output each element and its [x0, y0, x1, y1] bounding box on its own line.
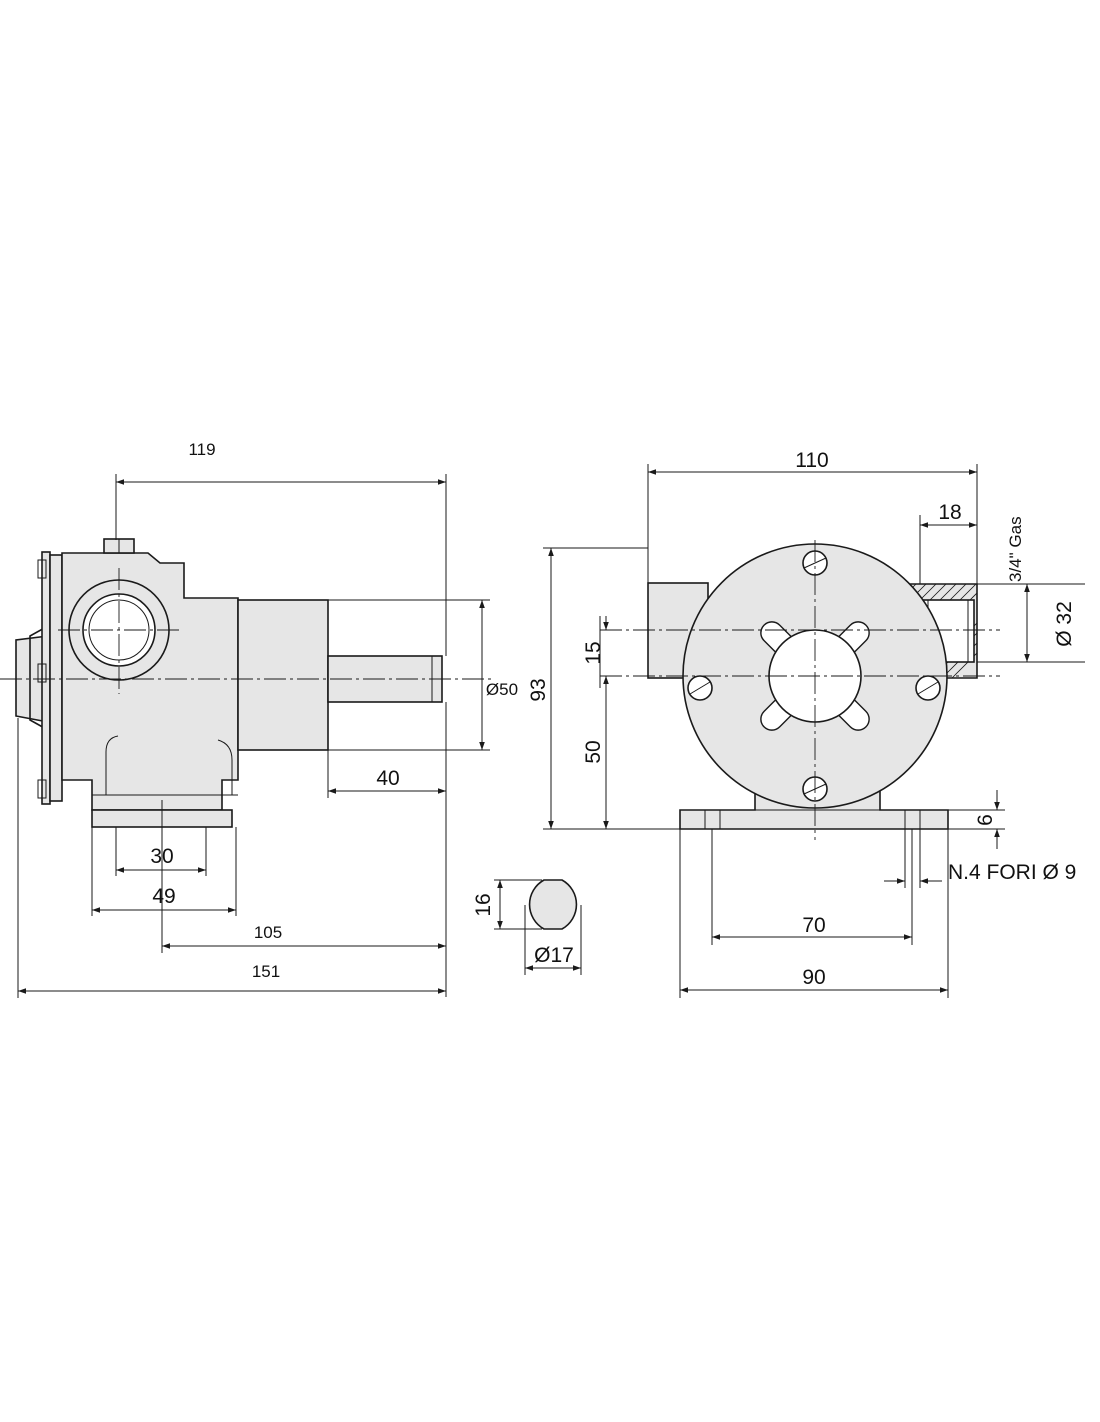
dim-70-label: 70	[802, 914, 825, 937]
dim-50-label: 50	[582, 740, 605, 763]
dim-holes-label: N.4 FORI Ø 9	[948, 861, 1076, 884]
dim-40-label: 40	[376, 767, 399, 790]
dim-151-label: 151	[252, 962, 280, 981]
dim-49-label: 49	[152, 885, 175, 908]
front-view	[600, 540, 1000, 840]
cover-screws	[687, 550, 941, 802]
dim-90-label: 90	[802, 966, 825, 989]
shaft-section: 16 Ø17	[472, 879, 582, 975]
side-view	[0, 538, 495, 828]
side-view-dimensions: 119 Ø50 40 30 49 105 151	[17, 440, 518, 998]
dim-119-label: 119	[188, 440, 215, 459]
front-view-dimensions: 110 18 3/4" Gas Ø 32 15 93 50 6	[527, 449, 1085, 998]
dim-105-label: 105	[254, 923, 282, 942]
dim-dia17-label: Ø17	[534, 944, 574, 967]
dim-dia50-label: Ø50	[486, 680, 518, 699]
dim-16-label: 16	[472, 893, 495, 916]
dim-15-label: 15	[582, 641, 605, 664]
dim-dia32-label: Ø 32	[1053, 601, 1076, 647]
dim-6-label: 6	[974, 814, 997, 826]
dim-thread-label: 3/4" Gas	[1006, 516, 1025, 582]
dim-93-label: 93	[527, 678, 550, 701]
dim-18-label: 18	[938, 501, 961, 524]
dim-110-label: 110	[795, 449, 828, 472]
